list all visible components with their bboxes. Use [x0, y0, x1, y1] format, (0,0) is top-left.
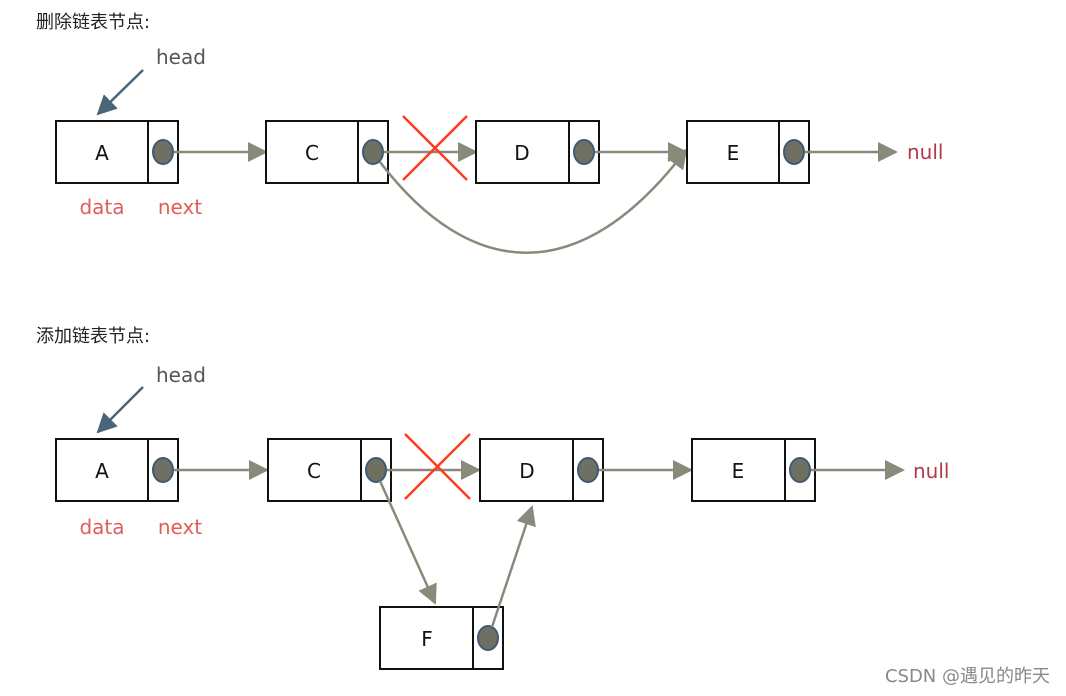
delete-section-heading: 删除链表节点:: [36, 12, 151, 33]
arrow-c-to-f: [378, 480, 437, 605]
node-a-value: A: [95, 141, 109, 165]
node-d: D: [475, 120, 600, 184]
cross-mark: [404, 433, 471, 500]
node-e-value: E: [732, 459, 745, 483]
node-a-value: A: [95, 459, 109, 483]
watermark: CSDN @遇见的昨天: [884, 666, 1050, 687]
pointer-dot: [152, 139, 174, 165]
node-e: E: [686, 120, 810, 184]
head-arrow: [96, 386, 144, 434]
node-e: E: [691, 438, 816, 502]
arrow-c-to-e-bypass: [379, 148, 688, 254]
arrow-f-to-d: [490, 505, 536, 628]
pointer-dot: [477, 625, 499, 651]
cross-mark: [402, 115, 468, 181]
pointer-dot: [365, 457, 387, 483]
pointer-dot: [573, 139, 595, 165]
pointer-dot: [783, 139, 805, 165]
head-arrow: [96, 69, 144, 116]
node-d-value: D: [514, 141, 529, 165]
head-label: head: [156, 45, 206, 69]
node-e-value: E: [727, 141, 740, 165]
node-a: A: [55, 438, 179, 502]
pointer-dot: [152, 457, 174, 483]
null-label: null: [913, 459, 949, 483]
next-label: next: [158, 195, 202, 219]
node-d: D: [479, 438, 604, 502]
node-f: F: [379, 606, 504, 670]
node-d-value: D: [519, 459, 534, 483]
null-label: null: [907, 140, 943, 164]
pointer-dot: [577, 457, 599, 483]
node-c-value: C: [305, 141, 319, 165]
node-c-value: C: [307, 459, 321, 483]
node-c: C: [267, 438, 392, 502]
node-f-value: F: [421, 627, 433, 651]
pointer-dot: [362, 139, 384, 165]
data-label: data: [79, 515, 124, 539]
delete-diagram: head A data next C D: [55, 45, 943, 254]
data-label: data: [79, 195, 124, 219]
next-label: next: [158, 515, 202, 539]
add-section-heading: 添加链表节点:: [36, 326, 151, 347]
node-c: C: [265, 120, 389, 184]
pointer-dot: [789, 457, 811, 483]
node-a: A: [55, 120, 179, 184]
add-diagram: head A data next C D: [55, 363, 949, 670]
head-label: head: [156, 363, 206, 387]
